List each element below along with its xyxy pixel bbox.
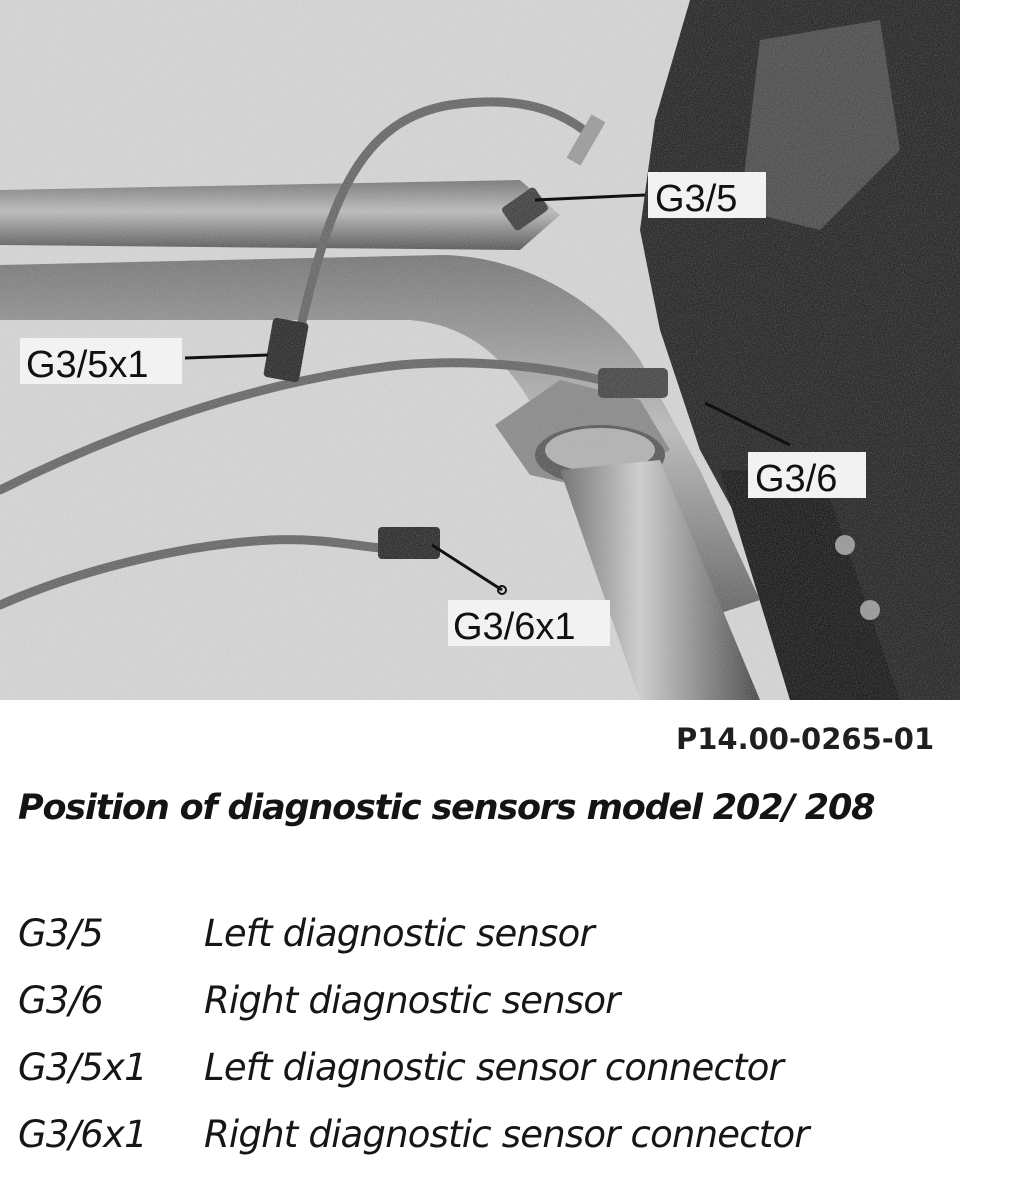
legend-code: G3/5 — [18, 912, 104, 955]
figure-code: P14.00-0265-01 — [676, 722, 935, 756]
legend-item: G3/6x1 Right diagnostic sensor connector — [18, 1113, 810, 1180]
legend-code: G3/5x1 — [18, 1046, 148, 1089]
legend-item: G3/5x1 Left diagnostic sensor connector — [18, 1046, 809, 1113]
sensor-photo: G3/5 G3/5x1 G3/6 G3/6x1 — [0, 0, 960, 700]
legend-description: Right diagnostic sensor connector — [204, 1113, 810, 1156]
callout-line-g3-6x1 — [431, 543, 503, 592]
legend-code: G3/6 — [18, 979, 104, 1022]
figure-caption: Position of diagnostic sensors model 202… — [18, 788, 875, 828]
callout-label-g3-6: G3/6 — [755, 458, 837, 500]
legend-item: G3/5 Left diagnostic sensor — [18, 912, 809, 979]
callout-line-g3-6 — [704, 401, 791, 447]
callout-label-g3-5: G3/5 — [655, 178, 737, 220]
callout-label-g3-5x1: G3/5x1 — [26, 344, 149, 386]
legend-description: Right diagnostic sensor — [204, 979, 620, 1022]
legend-list: G3/5 Left diagnostic sensor G3/6 Right d… — [18, 912, 810, 1180]
legend-item: G3/6 Right diagnostic sensor — [18, 979, 809, 1046]
legend-description: Left diagnostic sensor — [204, 912, 595, 955]
callout-line-g3-5 — [534, 193, 646, 202]
callout-label-g3-6x1: G3/6x1 — [453, 606, 576, 648]
legend-description: Left diagnostic sensor connector — [204, 1046, 784, 1089]
legend-code: G3/6x1 — [18, 1113, 148, 1156]
callout-line-g3-5x1 — [184, 353, 269, 360]
